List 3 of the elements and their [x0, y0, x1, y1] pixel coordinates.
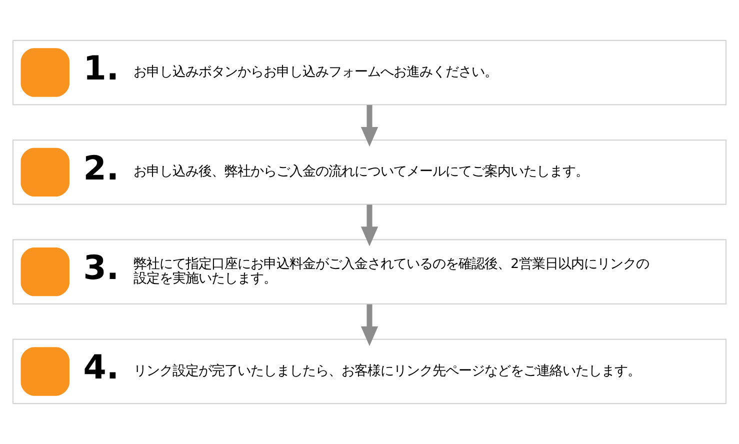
arrow [360, 105, 378, 147]
arrow [360, 204, 378, 246]
arrow [360, 304, 378, 346]
